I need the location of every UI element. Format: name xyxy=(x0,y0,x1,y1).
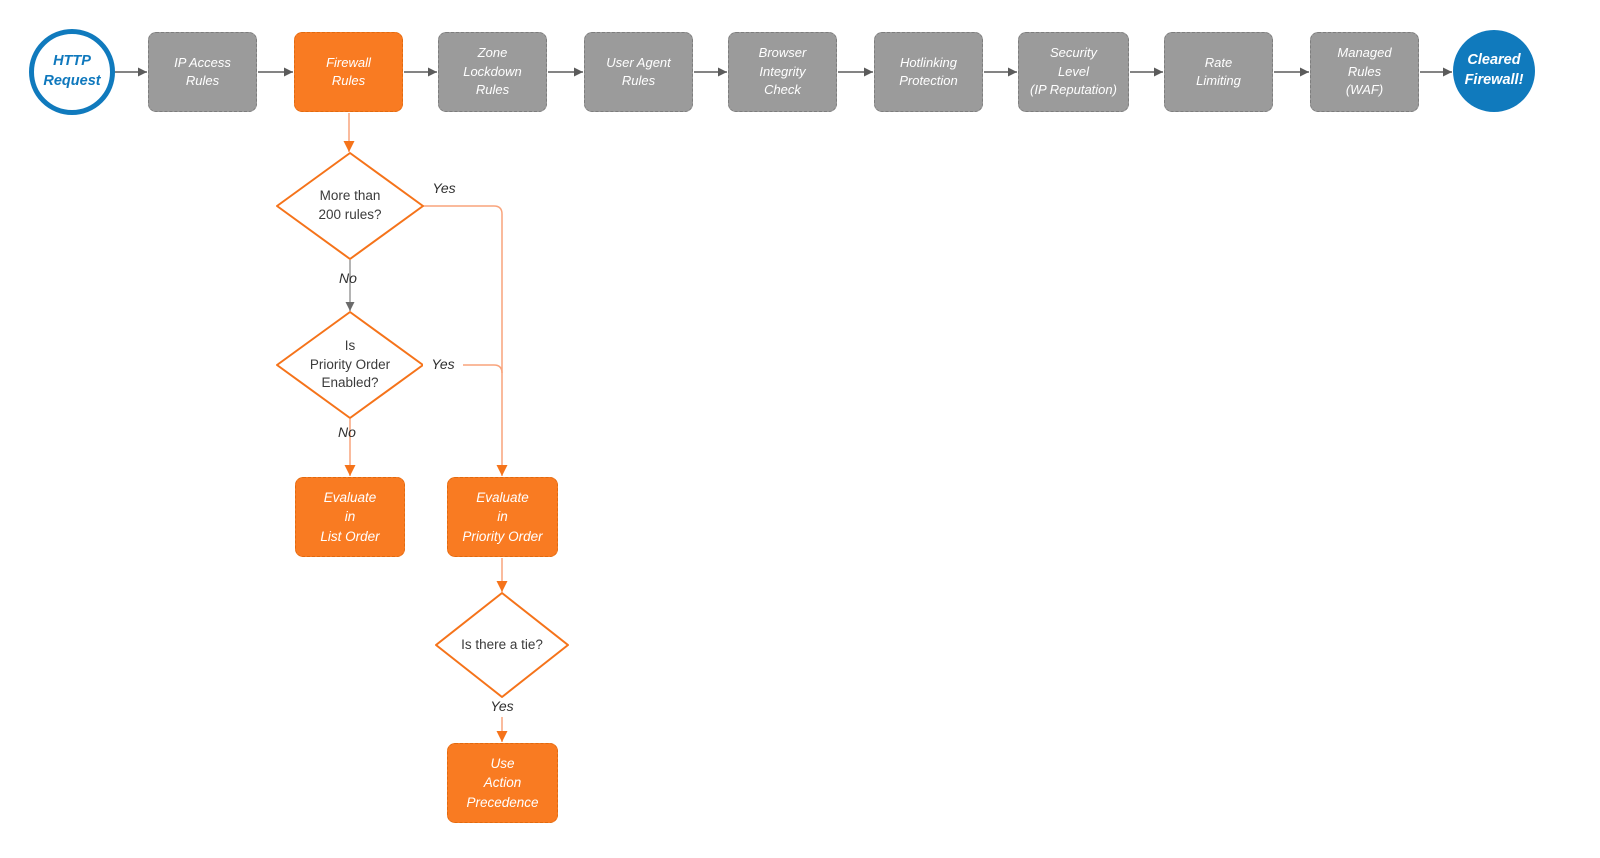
box-label: Evaluate in Priority Order xyxy=(462,490,543,544)
step-rate-limiting: Rate Limiting xyxy=(1164,32,1273,112)
step-label: Security Level (IP Reputation) xyxy=(1030,45,1117,98)
diamond-more-than-200-rules xyxy=(276,152,424,260)
step-label: Firewall Rules xyxy=(326,54,371,88)
step-firewall-rules: Firewall Rules xyxy=(294,32,403,112)
start-node-label: HTTP Request xyxy=(43,53,101,89)
diamond-is-there-a-tie xyxy=(435,592,569,698)
end-node-label: Cleared Firewall! xyxy=(1464,52,1524,88)
step-hotlinking-protection: Hotlinking Protection xyxy=(874,32,983,112)
branch-label-no-1: No xyxy=(339,270,357,286)
end-node-cleared-firewall: Cleared Firewall! xyxy=(1453,30,1535,112)
box-label: Evaluate in List Order xyxy=(320,490,380,544)
step-label: Zone Lockdown Rules xyxy=(463,45,522,98)
branch-label-yes-2: Yes xyxy=(423,356,463,372)
question-priority-order-enabled: Is Priority Order Enabled? xyxy=(309,337,391,391)
step-label: Browser Integrity Check xyxy=(758,45,807,98)
diamond-priority-order-enabled xyxy=(276,311,424,419)
step-label: IP Access Rules xyxy=(174,54,231,88)
box-evaluate-in-priority-order: Evaluate in Priority Order xyxy=(447,477,558,557)
step-ip-access-rules: IP Access Rules xyxy=(148,32,257,112)
arrow-yes-merge-line xyxy=(423,364,503,374)
question-is-there-a-tie: Is there a tie? xyxy=(461,636,543,652)
step-label: User Agent Rules xyxy=(606,54,671,88)
step-label: Rate Limiting xyxy=(1196,54,1241,88)
question-more-than-200-rules: More than 200 rules? xyxy=(318,188,382,222)
step-zone-lockdown-rules: Zone Lockdown Rules xyxy=(438,32,547,112)
step-security-level: Security Level (IP Reputation) xyxy=(1018,32,1129,112)
step-label: Hotlinking Protection xyxy=(899,54,958,88)
step-label: Managed Rules (WAF) xyxy=(1337,45,1392,98)
step-managed-rules-waf: Managed Rules (WAF) xyxy=(1310,32,1419,112)
box-use-action-precedence: Use Action Precedence xyxy=(447,743,558,823)
branch-label-yes-1: Yes xyxy=(432,180,456,196)
step-user-agent-rules: User Agent Rules xyxy=(584,32,693,112)
start-node-http-request: HTTP Request xyxy=(29,29,115,115)
branch-label-yes-3: Yes xyxy=(490,698,514,714)
box-label: Use Action Precedence xyxy=(466,756,539,810)
step-browser-integrity-check: Browser Integrity Check xyxy=(728,32,837,112)
branch-label-no-2: No xyxy=(338,424,356,440)
arrow-yes-to-priority-order-box xyxy=(423,205,508,476)
box-evaluate-in-list-order: Evaluate in List Order xyxy=(295,477,405,557)
